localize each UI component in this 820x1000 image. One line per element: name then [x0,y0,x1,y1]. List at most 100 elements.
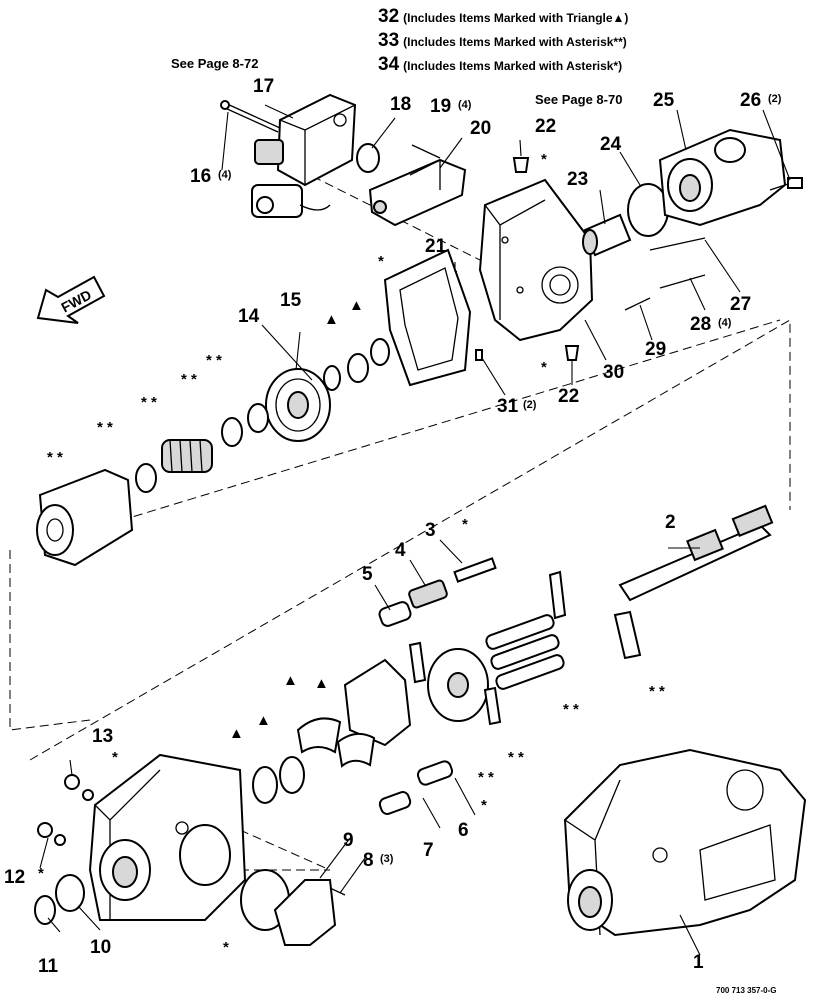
cover-plate-part [273,879,337,946]
sleeve-part [582,213,632,257]
double-asterisk-marker: * * [47,449,63,466]
shim-part [370,338,390,366]
cradle-part [343,658,412,747]
item-label-16: 16 [190,166,211,187]
solenoid-valve-part [251,93,357,218]
item-qty-28: (4) [718,317,732,329]
bearing-part [279,756,305,794]
note-text: (Includes Items Marked with Triangle▲) [403,11,629,25]
triangle-marker-icon: ▲ [283,672,298,689]
item-label-12: 12 [4,867,25,888]
bracket-part [548,570,567,620]
note-34: 34(Includes Items Marked with Asterisk*) [378,54,622,76]
piston-rod-part [453,557,497,583]
item-label-28: 28 [690,314,711,335]
item-label-11: 11 [38,956,59,977]
item-qty-19: (4) [458,99,472,111]
see-page-left: See Page 8-72 [171,56,258,71]
double-asterisk-marker: * * [649,683,665,700]
double-asterisk-marker: * * [181,371,197,388]
asterisk-marker: * [378,253,384,270]
item-label-5: 5 [362,564,373,585]
bearing-segment-part [336,732,376,768]
note-number: 34 [378,54,400,75]
end-cover-housing-part [478,178,594,342]
note-text: (Includes Items Marked with Asterisk*) [403,59,623,73]
bearing-segment-part [296,717,342,754]
item-label-27: 27 [730,294,751,315]
note-33: 33(Includes Items Marked with Asterisk**… [378,30,627,52]
retainer-plate-hole [447,672,469,698]
item-label-24: 24 [600,134,622,155]
o-ring-part [356,143,380,173]
item-label-2: 2 [665,512,676,533]
shaft-seal-part [55,874,85,912]
see-page-right: See Page 8-70 [535,92,622,107]
item-label-22-bottom: 22 [558,386,579,407]
asterisk-marker: * [462,516,468,533]
item-label-25: 25 [653,90,675,111]
item-label-13: 13 [92,726,113,747]
item-label-17: 17 [253,76,274,97]
snap-ring-part [34,895,56,925]
item-qty-8: (3) [380,853,394,865]
bolt-part [769,177,803,191]
drive-shaft-part [618,504,774,602]
washer-part [135,463,157,493]
item-label-21: 21 [425,236,447,257]
note-number: 32 [378,6,400,27]
item-label-10: 10 [90,937,111,958]
item-label-20: 20 [470,118,491,139]
triangle-marker-icon: ▲ [324,311,339,328]
race-part [323,365,341,391]
bolt-part [220,100,281,133]
item-label-23: 23 [567,169,588,190]
asterisk-marker: * [481,797,487,814]
assembly-center-line [39,319,781,546]
note-text: (Includes Items Marked with Asterisk**) [403,35,627,49]
pump-housing-part [88,753,247,921]
item-label-18: 18 [390,94,411,115]
item-label-15: 15 [280,290,302,311]
item-label-22-top: 22 [535,116,556,137]
bracket-part [408,641,427,684]
item-label-3: 3 [425,520,436,541]
triangle-marker-icon: ▲ [349,297,364,314]
washer-part [221,417,243,447]
item-label-31: 31 [497,396,519,417]
item-label-9: 9 [343,830,354,851]
asterisk-marker: * [112,749,118,766]
bolt-part [649,237,706,251]
item-label-19: 19 [430,96,451,117]
dowel-pin-part [475,349,483,361]
item-label-29: 29 [645,339,666,360]
bracket-part [613,610,642,660]
cylinder-block-part [36,468,134,567]
item-label-7: 7 [423,840,434,861]
race-part [252,766,278,804]
asterisk-marker: * [541,359,547,376]
item-qty-31: (2) [523,399,537,411]
triangle-marker-icon: ▲ [256,712,271,729]
item-label-14: 14 [238,306,260,327]
asterisk-marker: * [223,939,229,956]
screw-part [329,887,346,896]
o-ring-part [82,789,94,801]
plug-part [37,822,53,838]
item-label-26: 26 [740,90,761,111]
piston-assembly-part [485,614,565,690]
charge-pump-part [658,128,787,227]
plug-part [564,345,580,361]
piston-part [378,601,412,627]
bracket-part [483,686,502,726]
servo-piston-part [416,760,454,786]
compression-spring-part [408,579,448,609]
control-valve-part [368,158,467,227]
retaining-ring-part [247,403,269,433]
asterisk-marker: * [38,865,44,882]
screw-part [624,297,651,311]
screw-part [411,144,441,159]
drawing-reference: 700 713 357-0-G [716,986,777,995]
item-label-4: 4 [395,540,406,561]
spring-part [161,439,213,473]
